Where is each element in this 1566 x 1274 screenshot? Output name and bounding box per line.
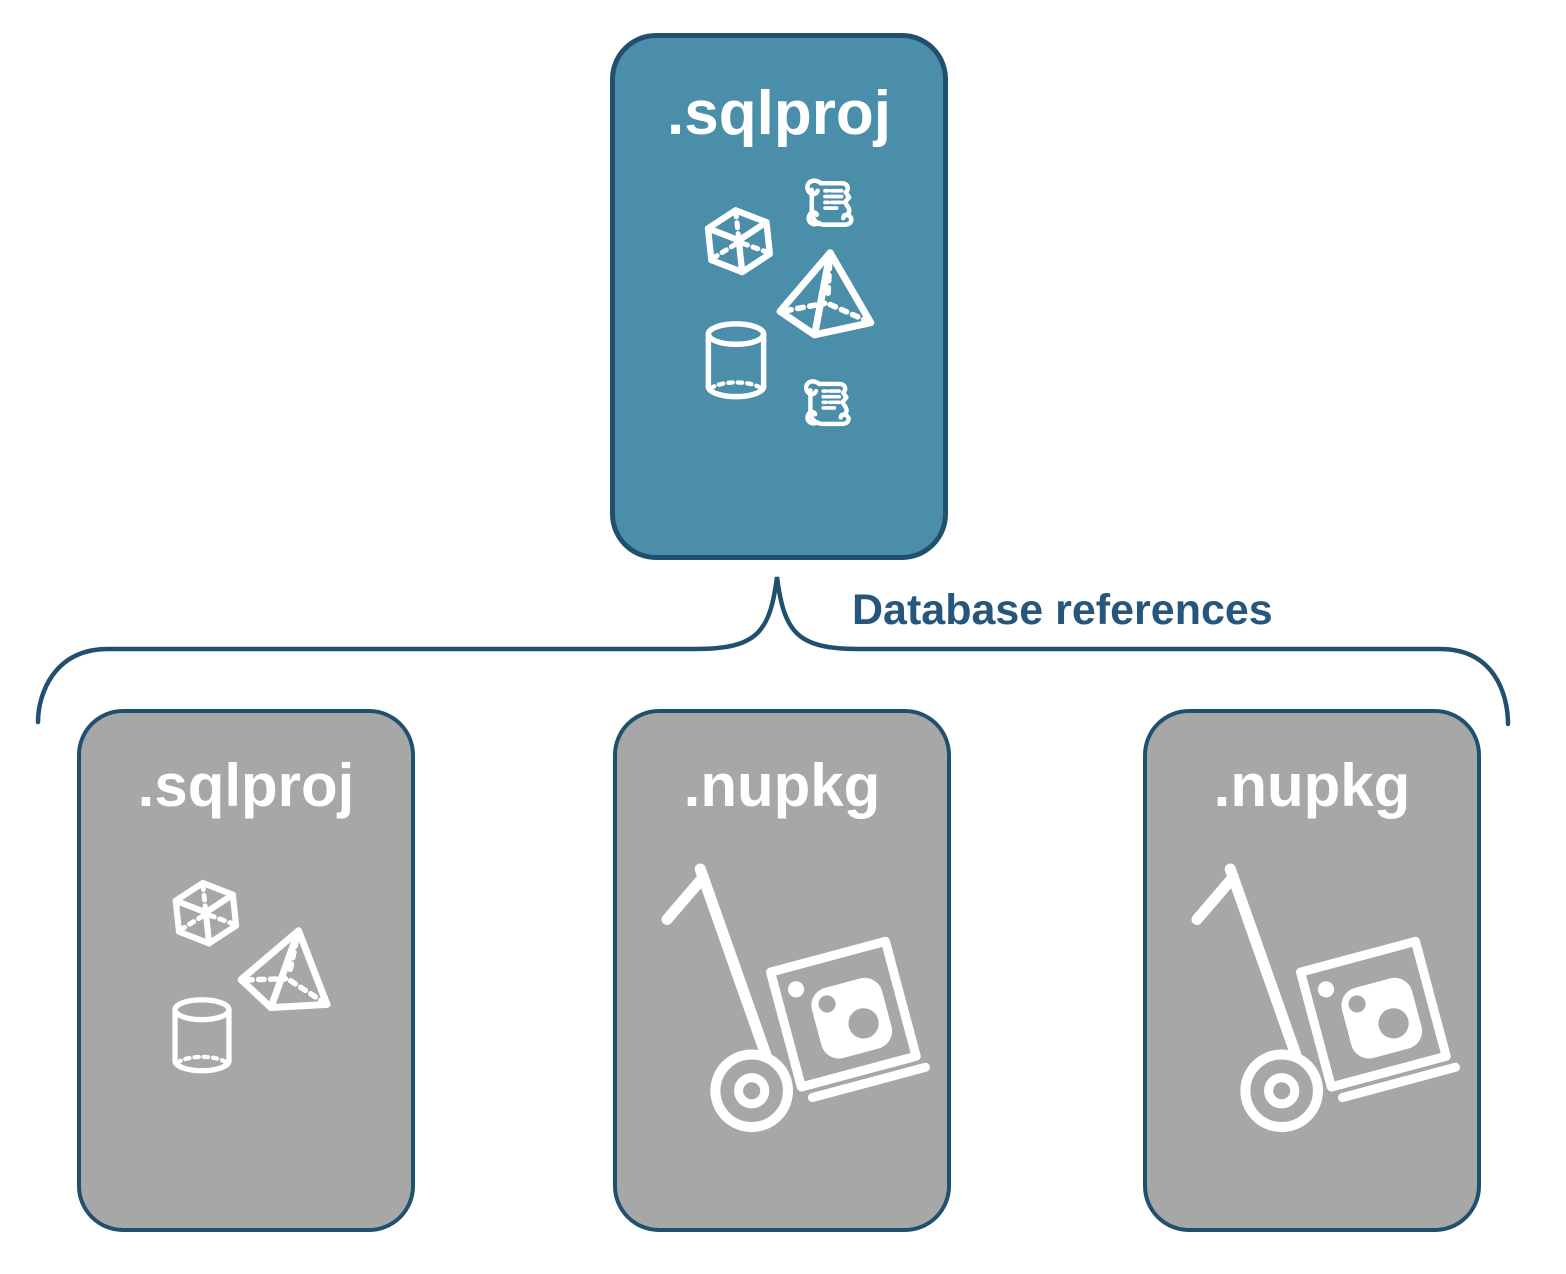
nuget-handtruck-icon: [1193, 861, 1455, 1123]
cylinder-icon: [170, 997, 234, 1075]
node-nupkg-child-2: .nupkg: [1143, 709, 1481, 1232]
node-sqlproj-child: .sqlproj: [77, 709, 415, 1232]
nuget-handtruck-icon: [663, 861, 925, 1123]
child-node-label: .nupkg: [683, 752, 881, 819]
child-node-label: .sqlproj: [137, 752, 355, 819]
node-sqlproj-root: .sqlproj: [610, 33, 948, 560]
node-nupkg-child-1: .nupkg: [613, 709, 951, 1232]
script-scroll-icon: [800, 375, 856, 428]
cube-icon: [695, 200, 783, 284]
root-node-label: .sqlproj: [667, 79, 891, 148]
connector-label: Database references: [852, 586, 1273, 634]
pyramid-icon: [775, 248, 879, 342]
script-scroll-icon: [801, 174, 859, 229]
cylinder-icon: [703, 321, 769, 401]
child-node-label: .nupkg: [1213, 752, 1411, 819]
pyramid-icon: [237, 925, 341, 1017]
